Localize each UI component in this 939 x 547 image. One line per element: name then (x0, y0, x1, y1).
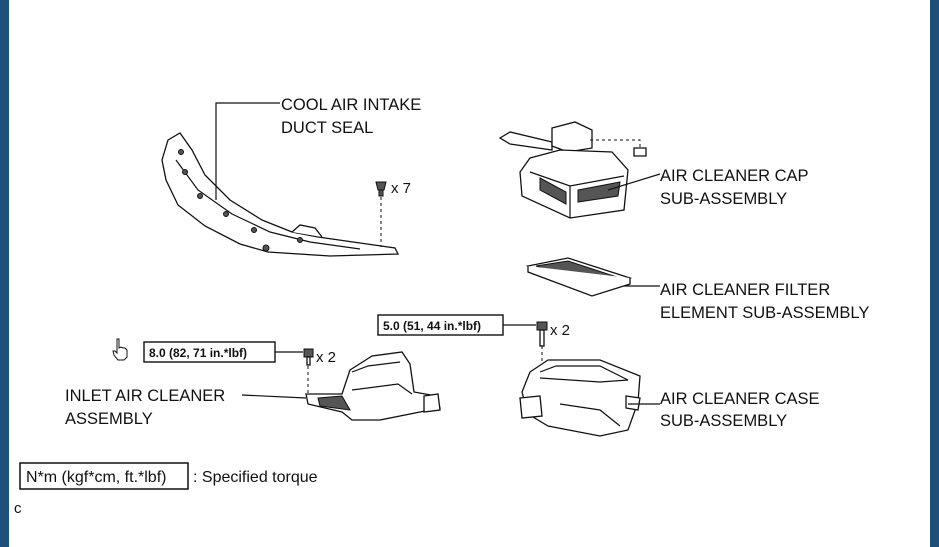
legend-torque-format: N*m (kgf*cm, ft.*lbf) (26, 469, 166, 486)
inlet-leader-line (241, 394, 307, 399)
diagram-canvas: COOL AIR INTAKE DUCT SEAL x 7 AIR CLEANE… (9, 0, 930, 547)
case-bolt-icon (536, 321, 548, 347)
hand-cursor-icon (112, 338, 128, 361)
window-frame-right (930, 0, 939, 547)
cap-label-line1: AIR CLEANER CAP (660, 167, 809, 185)
inlet-label-line2: ASSEMBLY (65, 410, 153, 428)
filter-label-line2: ELEMENT SUB-ASSEMBLY (660, 304, 869, 322)
parts-diagram: COOL AIR INTAKE DUCT SEAL x 7 AIR CLEANE… (14, 96, 869, 517)
cool-air-intake-duct-seal-part (161, 132, 400, 257)
seal-clip-quantity: x 7 (391, 180, 411, 197)
clip-fastener-icon (375, 181, 387, 197)
case-torque-value: 5.0 (51, 44 in.*lbf) (383, 319, 481, 333)
inlet-torque-value: 8.0 (82, 71 in.*lbf) (149, 346, 247, 360)
case-label-line2: SUB-ASSEMBLY (660, 412, 787, 430)
air-cleaner-case-part (519, 359, 641, 437)
legend-torque-description: : Specified torque (193, 469, 318, 486)
air-cleaner-cap-part (498, 121, 647, 219)
window-frame-left (0, 0, 9, 547)
cap-label-line2: SUB-ASSEMBLY (660, 190, 787, 208)
inlet-air-cleaner-part (305, 351, 441, 421)
case-label-line1: AIR CLEANER CASE (660, 390, 820, 408)
inlet-label-line1: INLET AIR CLEANER (65, 387, 225, 405)
seal-leader-line (215, 102, 280, 200)
inlet-bolt-quantity: x 2 (316, 349, 336, 366)
case-bolt-quantity: x 2 (550, 322, 570, 339)
seal-label-line2: DUCT SEAL (281, 119, 373, 137)
cap-leader-line (607, 173, 661, 191)
legend-torque-box (19, 462, 189, 490)
filter-label-line1: AIR CLEANER FILTER (660, 281, 830, 299)
seal-label-line1: COOL AIR INTAKE (281, 96, 421, 114)
inlet-bolt-icon (303, 348, 314, 366)
corner-note: c (14, 500, 22, 517)
air-cleaner-filter-part (525, 257, 633, 297)
